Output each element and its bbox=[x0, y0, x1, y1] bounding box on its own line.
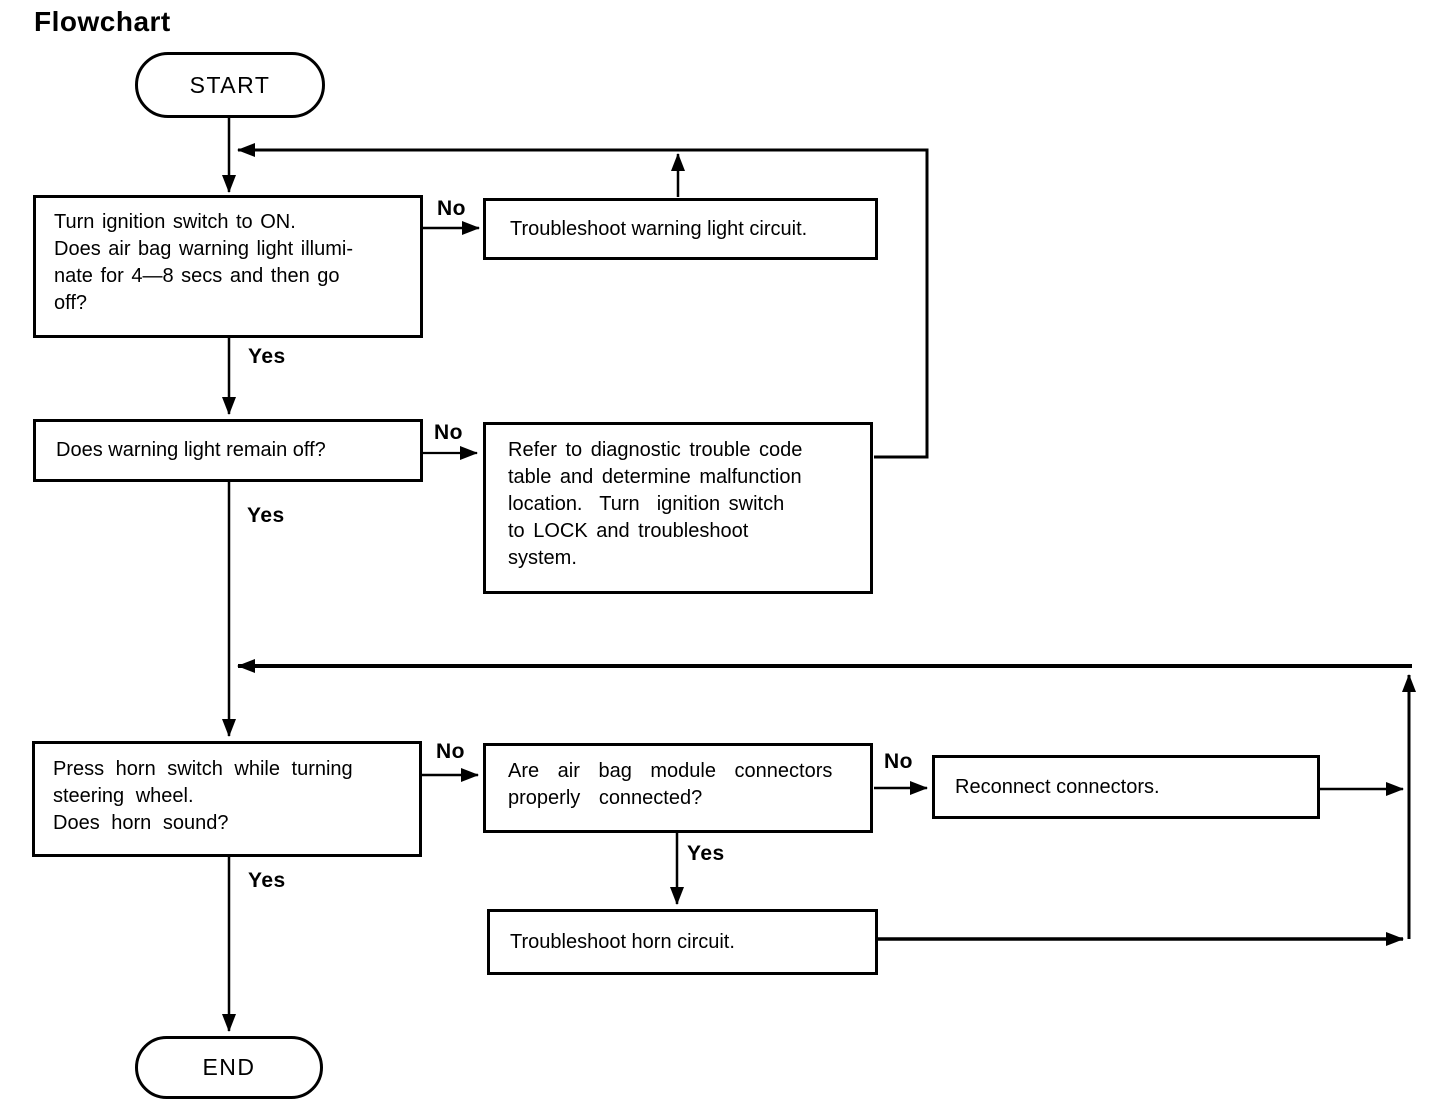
label-ignition-no: No bbox=[437, 197, 466, 220]
node-troubleshoot-warning-light: Troubleshoot warning light circuit. bbox=[483, 198, 878, 260]
edge-refer-dtc-feedback-loop bbox=[237, 143, 929, 459]
start-label: START bbox=[189, 71, 271, 98]
label-horn-yes: Yes bbox=[248, 869, 286, 892]
page-title: Flowchart bbox=[34, 6, 171, 37]
label-connectors-yes: Yes bbox=[687, 842, 725, 865]
node-press-horn-switch-check: Press horn switch while turning steering… bbox=[32, 741, 422, 857]
node-reconnect-connectors: Reconnect connectors. bbox=[932, 755, 1320, 819]
end-terminator: END bbox=[135, 1036, 323, 1099]
label-warning-no: No bbox=[434, 421, 463, 444]
node-airbag-connectors-check: Are air bag module connectors properly c… bbox=[483, 743, 873, 833]
label-connectors-no: No bbox=[884, 750, 913, 773]
label-horn-no: No bbox=[436, 740, 465, 763]
node-troubleshoot-horn-circuit: Troubleshoot horn circuit. bbox=[487, 909, 878, 975]
node-warning-light-remain-off-check: Does warning light remain off? bbox=[33, 419, 423, 482]
node-ignition-warning-light-check: Turn ignition switch to ON. Does air bag… bbox=[33, 195, 423, 338]
node-refer-diagnostic-trouble-code: Refer to diagnostic trouble code table a… bbox=[483, 422, 873, 594]
end-label: END bbox=[202, 1054, 256, 1080]
start-terminator: START bbox=[135, 52, 325, 118]
label-ignition-yes: Yes bbox=[248, 345, 286, 368]
label-warning-yes: Yes bbox=[247, 504, 285, 527]
